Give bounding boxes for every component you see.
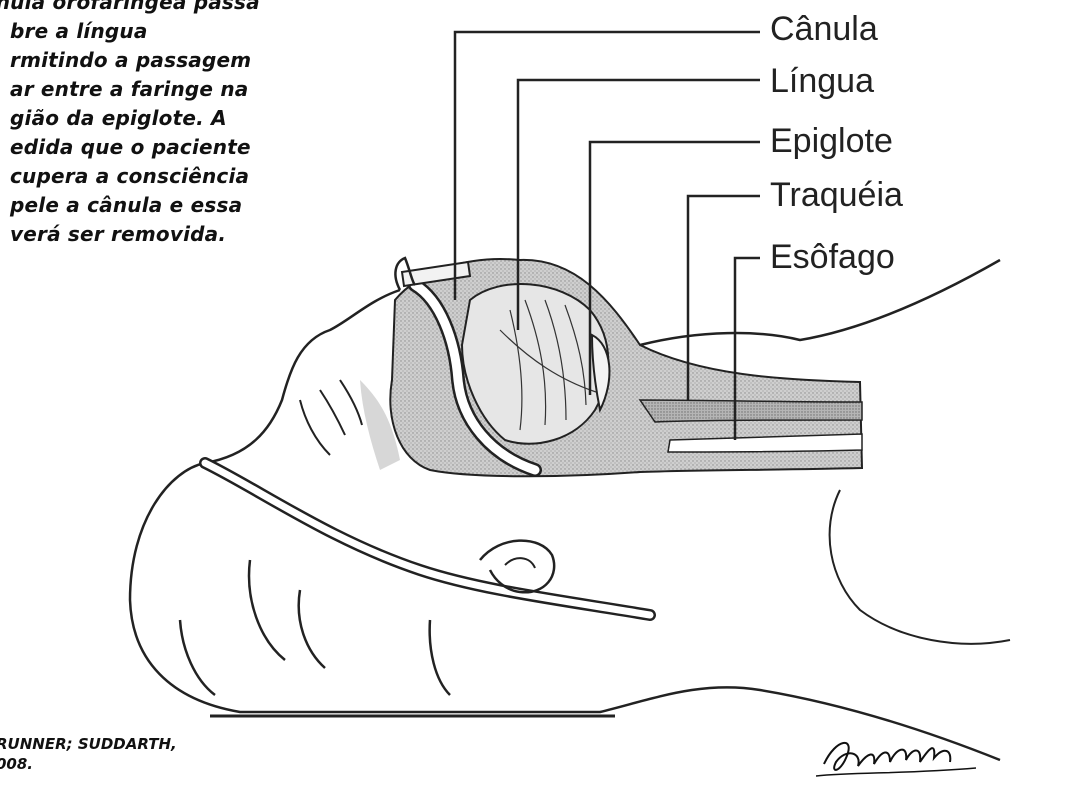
caption-line: ânula orofaríngea passa (0, 0, 362, 17)
label-esofago: Esôfago (770, 238, 895, 277)
label-epiglote: Epiglote (770, 122, 893, 161)
caption-line: bre a língua (0, 17, 362, 46)
hair-lines (180, 560, 450, 695)
caption-line: edida que o paciente (0, 133, 362, 162)
oxygen-tubing (205, 463, 650, 615)
caption-line: ar entre a faringe na (0, 75, 362, 104)
caption-line: verá ser removida. (0, 220, 362, 249)
source-citation: RUNNER; SUDDARTH, 008. (0, 734, 177, 774)
caption-line: rmitindo a passagem (0, 46, 362, 75)
caption-text: ânula orofaríngea passa bre a língua rmi… (0, 0, 362, 249)
label-canula: Cânula (770, 10, 878, 49)
shoulder-contour (830, 490, 1010, 644)
artist-signature (816, 728, 976, 784)
label-traqueia: Traquéia (770, 176, 903, 215)
label-lingua: Língua (770, 62, 874, 101)
source-line: 008. (0, 754, 177, 774)
caption-line: pele a cânula e essa (0, 191, 362, 220)
source-line: RUNNER; SUDDARTH, (0, 734, 177, 754)
caption-line: gião da epiglote. A (0, 104, 362, 133)
caption-line: cupera a consciência (0, 162, 362, 191)
trachea-channel (640, 400, 862, 422)
lip-hatching (300, 380, 362, 455)
